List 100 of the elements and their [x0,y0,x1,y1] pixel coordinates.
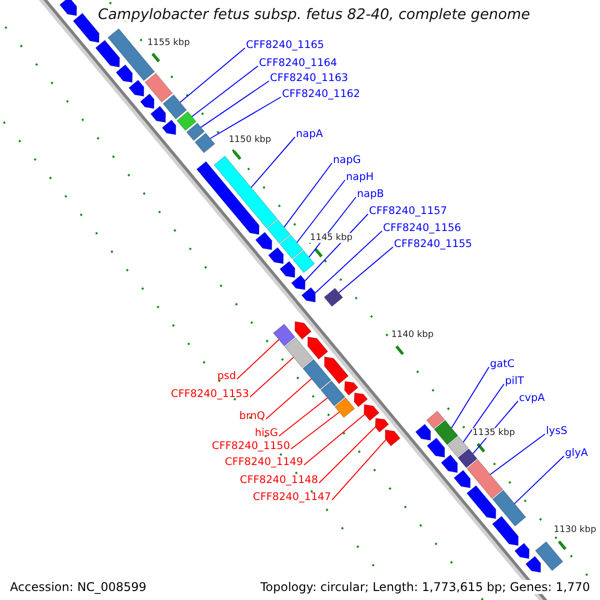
gene-label: napA [296,128,323,140]
gene-label: CFF8240_1164 [259,57,338,69]
gene-label: gatC [490,358,515,370]
gene-bar [466,459,504,499]
gene-bar [434,420,458,446]
leader-line [304,414,366,466]
gene-symbol [196,161,260,235]
gene-label: CFF8240_1157 [369,205,448,217]
leader-line [250,356,294,398]
scale-label: 1155 kbp [146,38,191,48]
gene-label: CFF8240_1149 [224,456,303,468]
gene-bar [214,156,278,229]
leader-line [338,246,394,294]
gene-label: CFF8240_1155 [394,238,472,250]
scale-label: 1145 kbp [309,232,354,243]
leader-line [451,366,490,428]
gene-label: CFF8240_1165 [246,39,324,51]
gene-symbol [162,120,176,135]
gene-bar [162,94,187,120]
gene-symbol [384,429,401,446]
gene-bar [284,337,314,368]
gene-bar [534,541,564,572]
gene-bar [458,448,478,468]
gene-bar [266,219,291,244]
gene-symbol [415,424,431,441]
gene-symbol [301,287,316,302]
gene-bar [292,250,315,274]
gene-symbol [426,438,445,458]
gene-symbol [440,454,458,473]
gene-bar [426,410,445,429]
gene-label: hisG [254,427,278,439]
gene-label: CFF8240_1147 [252,491,331,503]
gene-bar [492,490,526,527]
gene-bar [320,380,346,406]
gene-bar [324,288,344,307]
leader-line [296,180,346,243]
gene-bar [280,234,304,260]
gene-symbol [374,418,390,433]
gene-label: napH [346,171,374,183]
gene-symbol [116,64,133,83]
genome-stats-text: Topology: circular; Length: 1,773,615 bp; Genes: 1,770 [258,580,592,594]
gene-symbol [364,404,380,422]
gene-label: CFF8240_1153 [170,388,249,400]
gene-label: CFF8240_1156 [383,222,462,234]
scale-label: 1135 kbp [472,428,516,438]
leader-line [304,214,368,282]
leader-line [191,66,258,118]
gene-symbol [454,470,471,488]
leader-line [284,162,332,228]
gene-symbol [354,392,368,408]
gene-symbol [294,321,312,340]
gene-symbol [307,336,328,360]
gene-label: napG [333,154,361,166]
gene-label: napB [357,188,384,200]
gene-bar [186,122,205,141]
leader-line [332,439,386,500]
leader-line [462,384,504,443]
gene-label: lysS [546,425,568,437]
gene-label: CFF8240_1162 [282,88,360,100]
gene-symbol [466,485,496,519]
scale-label: 1150 kbp [228,135,272,146]
leader-line [514,456,564,504]
scale-label: 1130 kbp [552,525,598,536]
gene-label: CFF8240_1148 [240,474,318,486]
gene-symbol [95,40,120,68]
leader-line [200,80,270,128]
leader-line [266,378,312,420]
gene-symbol [324,356,349,384]
gene-label: pilT [505,375,524,387]
gene-symbol [514,542,530,559]
gene-symbol [255,232,272,250]
gene-label: cvpA [519,392,545,404]
accession-text: Accession: NC_008599 [8,580,148,594]
gene-label: brnQ [239,410,265,422]
leader-line [490,434,546,475]
gene-symbol [59,0,77,16]
gene-label: psd [217,370,236,382]
gene-bar [144,72,173,103]
gene-bar [272,324,296,347]
gene-symbol [291,274,306,290]
leader-line [314,230,382,294]
gene-bar [176,111,197,131]
leader-line [278,397,328,436]
gene-symbol [279,260,296,278]
leader-line [180,48,246,103]
gene-bar [447,436,469,458]
gene-label: CFF8240_1163 [270,72,348,84]
gene-symbol [72,12,100,43]
gene-bar [194,132,216,154]
gene-bar [334,397,356,418]
gene-symbol [140,93,154,109]
gene-bar [302,358,332,390]
gene-label: glyA [565,447,588,459]
gene-symbol [525,556,541,573]
gene-symbol [268,247,284,264]
leader-line [318,426,376,484]
gene-label: CFF8240_1150 [212,440,290,452]
leader-line [250,136,296,188]
leader-line [290,412,340,450]
leader-line [210,96,282,139]
